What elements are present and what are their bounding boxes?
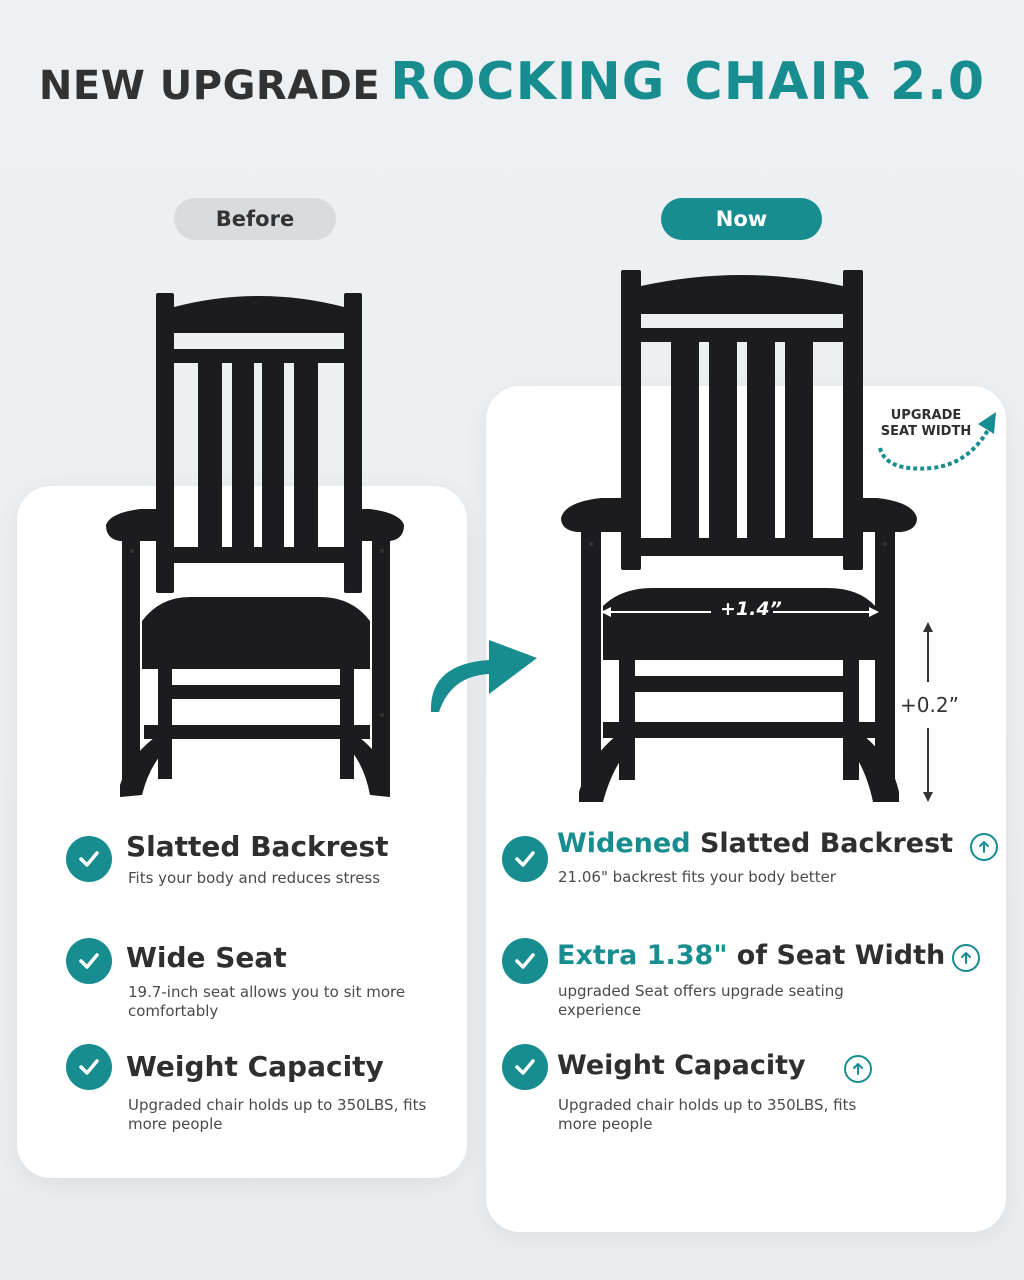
before-label: Before — [174, 198, 336, 240]
now-feature-desc-3: Upgraded chair holds up to 350LBS, fits … — [558, 1096, 857, 1133]
now-chair-image — [561, 270, 917, 802]
height-arrow-icon — [923, 622, 933, 802]
upgrade-line2: SEAT WIDTH — [880, 424, 972, 439]
headline-part1: NEW UPGRADE — [38, 63, 381, 109]
now-feature-title-3: Weight Capacity — [557, 1050, 806, 1081]
now-feature-title-2: Extra 1.38" of Seat Width — [557, 940, 945, 971]
arrow-up-circle-icon — [970, 833, 998, 861]
before-feature-title-1: Slatted Backrest — [126, 830, 389, 863]
before-chair-image — [106, 293, 404, 797]
before-feature-title-3: Weight Capacity — [126, 1050, 384, 1083]
curved-arrow-icon — [430, 640, 537, 712]
now-feature-text-3: Weight Capacity — [557, 1050, 806, 1081]
before-feature-desc-3: Upgraded chair holds up to 350LBS, fits … — [128, 1096, 427, 1133]
check-circle-icon — [66, 1044, 112, 1090]
width-delta-label: +1.4” — [720, 598, 782, 620]
now-feature-title-1: Widened Slatted Backrest — [557, 828, 953, 859]
now-feature-text-2: of Seat Width — [727, 940, 946, 971]
check-circle-icon — [502, 836, 548, 882]
now-feature-highlight-2: Extra 1.38" — [557, 940, 728, 971]
upgrade-seat-width-label: UPGRADE SEAT WIDTH — [872, 408, 980, 440]
upgrade-arrow-icon — [878, 412, 996, 471]
arrow-up-circle-icon — [844, 1055, 872, 1083]
before-feature-desc-2: 19.7-inch seat allows you to sit more co… — [128, 983, 406, 1020]
height-delta-label: +0.2” — [900, 693, 959, 717]
check-circle-icon — [502, 1044, 548, 1090]
check-circle-icon — [502, 938, 548, 984]
now-label: Now — [661, 198, 822, 240]
before-feature-title-2: Wide Seat — [126, 941, 287, 974]
now-feature-highlight-1: Widened — [557, 828, 691, 859]
now-feature-desc-2: upgraded Seat offers upgrade seating exp… — [558, 982, 844, 1019]
before-feature-desc-1: Fits your body and reduces stress — [128, 869, 381, 887]
now-feature-desc-1: 21.06" backrest fits your body better — [558, 868, 836, 886]
check-circle-icon — [66, 938, 112, 984]
now-feature-text-1: Slatted Backrest — [690, 828, 954, 859]
arrow-up-circle-icon — [952, 944, 980, 972]
check-circle-icon — [66, 836, 112, 882]
headline-part2: ROCKING CHAIR 2.0 — [390, 52, 986, 112]
upgrade-line1: UPGRADE — [890, 408, 962, 423]
